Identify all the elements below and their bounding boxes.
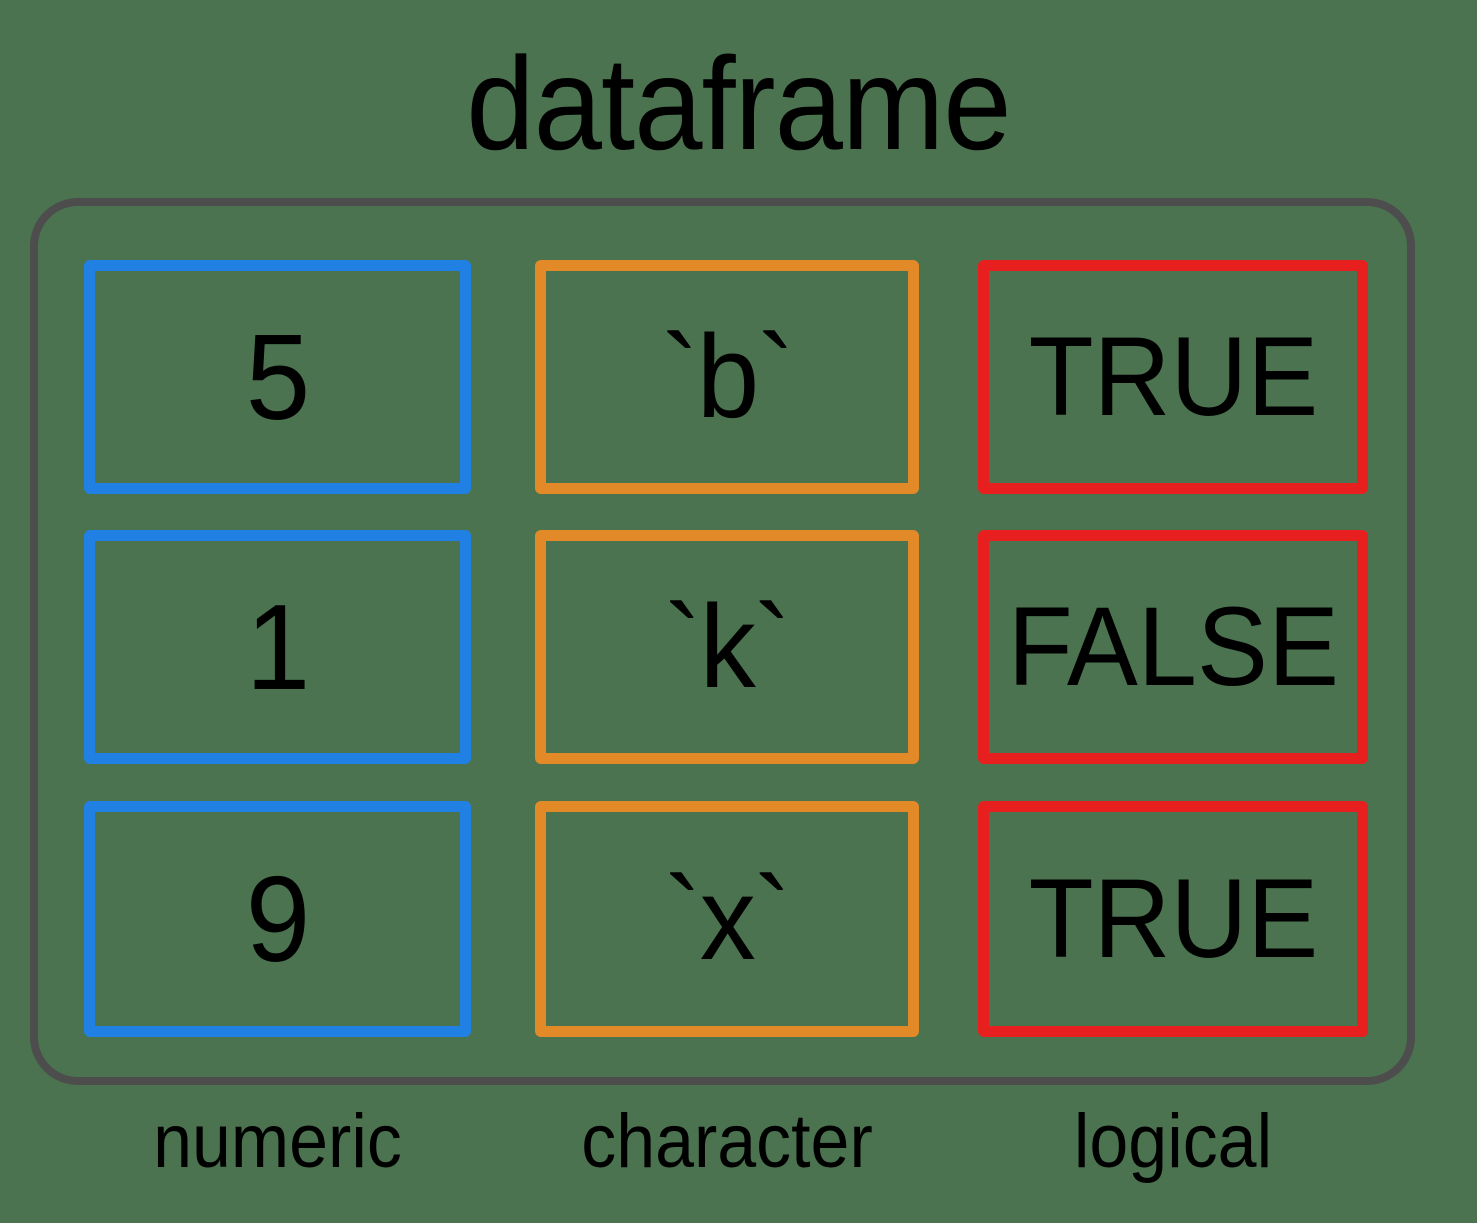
dataframe-container — [30, 198, 1415, 1085]
cell-numeric-row3[interactable]: 9 — [84, 801, 471, 1037]
cell-character-row2[interactable]: `k` — [535, 530, 919, 764]
cell-value: 1 — [245, 579, 310, 715]
cell-character-row3[interactable]: `x` — [535, 801, 919, 1037]
cell-logical-row2[interactable]: FALSE — [978, 530, 1368, 764]
column-label-numeric: numeric — [153, 1099, 402, 1184]
cell-value: TRUE — [1028, 314, 1318, 439]
cell-logical-row3[interactable]: TRUE — [978, 801, 1368, 1037]
cell-character-row1[interactable]: `b` — [535, 260, 919, 494]
cell-value: TRUE — [1028, 856, 1318, 981]
column-label-logical: logical — [1073, 1099, 1273, 1184]
cell-value: 9 — [245, 851, 310, 987]
cell-numeric-row1[interactable]: 5 — [84, 260, 471, 494]
cell-value: `x` — [664, 853, 791, 985]
cell-value: 5 — [245, 309, 310, 445]
cell-value: `b` — [661, 311, 794, 443]
cell-value: FALSE — [1007, 584, 1339, 709]
page-title: dataframe — [466, 30, 1011, 177]
cell-numeric-row2[interactable]: 1 — [84, 530, 471, 764]
column-labels: numeric character logical — [0, 1104, 1477, 1204]
cell-value: `k` — [664, 581, 791, 713]
cell-logical-row1[interactable]: TRUE — [978, 260, 1368, 494]
column-label-character: character — [581, 1099, 873, 1184]
